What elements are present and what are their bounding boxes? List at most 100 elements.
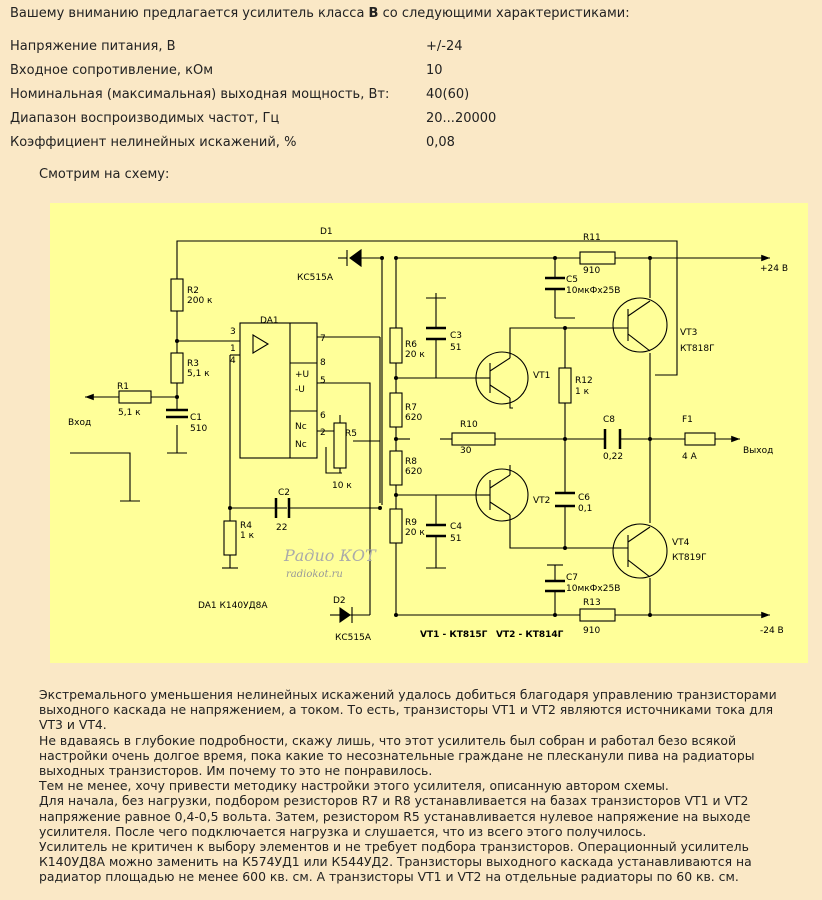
svg-text:5,1 к: 5,1 к	[118, 408, 141, 418]
svg-text:22: 22	[276, 523, 287, 533]
components	[118, 251, 716, 622]
svg-text:20 к: 20 к	[405, 528, 425, 538]
svg-text:+U: +U	[295, 370, 309, 380]
svg-text:51: 51	[450, 534, 461, 544]
svg-text:Выход: Выход	[743, 446, 773, 456]
svg-text:-24 В: -24 В	[760, 626, 784, 636]
svg-text:VT2 - КТ814Г: VT2 - КТ814Г	[496, 630, 564, 640]
svg-text:R4: R4	[240, 521, 252, 531]
svg-text:R3: R3	[187, 359, 199, 369]
svg-text:DA1: DA1	[260, 316, 279, 326]
watermark-logo: Радио КОТ	[283, 546, 377, 565]
spec-row: Номинальная (максимальная) выходная мощн…	[10, 82, 496, 106]
svg-text:VT1: VT1	[533, 371, 550, 381]
svg-text:4: 4	[230, 356, 236, 366]
svg-text:8: 8	[320, 358, 326, 368]
svg-text:7: 7	[320, 334, 326, 344]
r9-body	[389, 508, 403, 544]
intro-text: Вашему вниманию предлагается усилитель к…	[10, 6, 630, 21]
svg-text:R9: R9	[405, 518, 417, 528]
svg-text:R12: R12	[575, 376, 593, 386]
r7-body	[389, 392, 403, 428]
spec-name: Напряжение питания, В	[10, 38, 176, 54]
svg-text:F1: F1	[682, 415, 693, 425]
svg-text:R10: R10	[460, 420, 478, 430]
svg-text:C4: C4	[450, 522, 462, 532]
svg-text:R5: R5	[345, 429, 357, 439]
svg-text:4 А: 4 А	[682, 452, 698, 462]
svg-text:51: 51	[450, 343, 461, 353]
intro-post: со следующими характеристиками:	[378, 6, 630, 21]
svg-text:6: 6	[320, 411, 326, 421]
paragraph: Усилитель не критичен к выбору элементов…	[39, 839, 752, 885]
svg-text:2: 2	[320, 428, 326, 438]
svg-text:R13: R13	[583, 598, 601, 608]
svg-text:0,1: 0,1	[578, 504, 592, 514]
svg-text:R8: R8	[405, 457, 417, 467]
svg-text:КТ819Г: КТ819Г	[672, 553, 707, 563]
svg-text:R1: R1	[117, 382, 129, 392]
svg-text:Nc: Nc	[295, 422, 307, 432]
schematic-labels: D1 КС515А D2 КС515А R1 5,1 к R2 200 к R3…	[68, 227, 788, 643]
svg-text:C3: C3	[450, 331, 462, 341]
svg-text:5: 5	[320, 376, 326, 386]
spec-name: Номинальная (максимальная) выходная мощн…	[10, 86, 390, 102]
r4-body	[223, 520, 237, 556]
paragraph: Экстремального уменьшения нелинейных иск…	[39, 687, 777, 733]
r5-body	[333, 422, 347, 469]
intro-pre: Вашему вниманию предлагается усилитель к…	[10, 6, 369, 21]
svg-text:DA1 К140УД8А: DA1 К140УД8А	[198, 601, 268, 611]
spec-value: 20...20000	[426, 110, 497, 126]
r2-body	[170, 278, 184, 312]
svg-text:Nc: Nc	[295, 440, 307, 450]
svg-text:-U: -U	[295, 385, 305, 395]
svg-text:200 к: 200 к	[187, 296, 213, 306]
capacitor-plates	[166, 276, 622, 593]
svg-text:1 к: 1 к	[240, 531, 255, 541]
svg-text:1 к: 1 к	[575, 387, 590, 397]
svg-text:КТ818Г: КТ818Г	[680, 344, 715, 354]
spec-row: Напряжение питания, В +/-24	[10, 34, 496, 58]
semiconductors	[252, 248, 668, 624]
svg-text:910: 910	[583, 626, 600, 636]
article-body: Экстремального уменьшения нелинейных иск…	[39, 687, 799, 885]
spec-value: 0,08	[426, 134, 455, 150]
intro-class: B	[368, 6, 379, 21]
watermark-url: radiokot.ru	[286, 569, 343, 580]
svg-text:C1: C1	[190, 413, 202, 423]
paragraph: Для начала, без нагрузки, подбором резис…	[39, 793, 751, 839]
svg-text:Вход: Вход	[68, 418, 91, 428]
svg-text:VT1 - КТ815Г: VT1 - КТ815Г	[420, 630, 488, 640]
see-scheme-text: Смотрим на схему:	[39, 167, 170, 182]
r6-body	[389, 327, 403, 364]
svg-text:910: 910	[583, 266, 600, 276]
schematic-diagram: D1 КС515А D2 КС515А R1 5,1 к R2 200 к R3…	[68, 227, 788, 643]
svg-text:0,22: 0,22	[603, 452, 623, 462]
svg-text:10мкФх25В: 10мкФх25В	[566, 584, 620, 594]
svg-text:VT4: VT4	[672, 538, 690, 548]
svg-text:C6: C6	[578, 493, 590, 503]
svg-text:R2: R2	[187, 286, 199, 296]
svg-text:10мкФх25В: 10мкФх25В	[566, 286, 620, 296]
r8-body	[389, 450, 403, 486]
spec-value: +/-24	[426, 38, 463, 54]
svg-text:20 к: 20 к	[405, 350, 425, 360]
paragraph: Не вдаваясь в глубокие подробности, скаж…	[39, 732, 755, 779]
svg-text:C2: C2	[278, 488, 290, 498]
svg-text:C5: C5	[566, 275, 578, 285]
r1-body	[118, 390, 152, 404]
spec-name: Коэффициент нелинейных искажений, %	[10, 134, 297, 150]
r11-body	[579, 251, 616, 265]
svg-text:D2: D2	[333, 596, 346, 606]
svg-text:C8: C8	[603, 415, 615, 425]
f1-body	[684, 432, 716, 446]
svg-text:+24 В: +24 В	[760, 264, 788, 274]
svg-text:620: 620	[405, 467, 422, 477]
paragraph: Тем не менее, хочу привести методику нас…	[39, 778, 669, 794]
r13-body	[579, 608, 616, 622]
r3-body	[170, 352, 184, 384]
svg-text:30: 30	[460, 446, 472, 456]
spec-row: Коэффициент нелинейных искажений, % 0,08	[10, 130, 496, 154]
